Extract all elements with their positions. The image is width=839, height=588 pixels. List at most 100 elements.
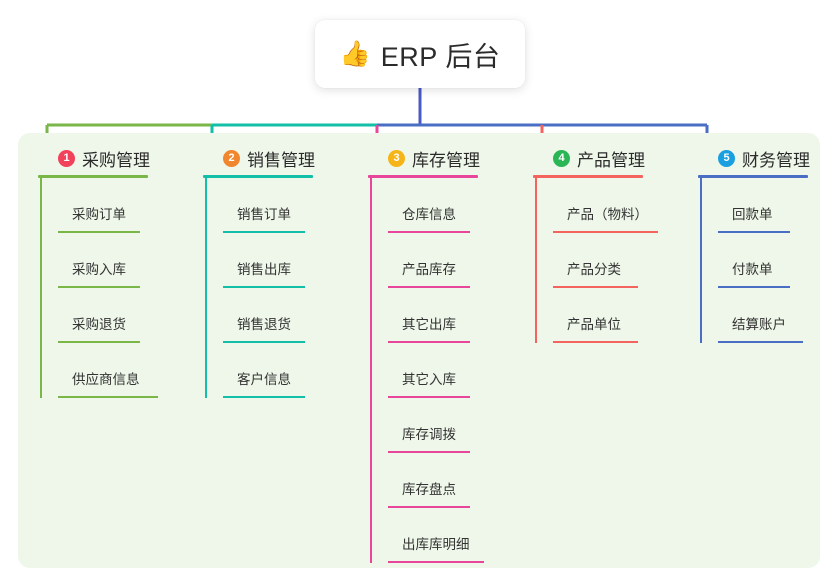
leaf-label: 销售出库 <box>237 262 291 277</box>
leaf-rule <box>58 396 158 398</box>
leaf-node[interactable]: 销售订单 <box>223 178 315 233</box>
leaf-rule <box>223 341 305 343</box>
leaf-label: 产品单位 <box>567 317 621 332</box>
column-index-badge: 1 <box>58 149 75 167</box>
column-header[interactable]: 3 库存管理 <box>368 146 480 170</box>
column-header[interactable]: 5 财务管理 <box>698 146 810 170</box>
column-4: 4 产品管理产品（物料） 产品分类产品单位 <box>533 146 658 343</box>
column-title: 库存管理 <box>412 150 480 170</box>
leaf-label: 出库库明细 <box>402 537 470 552</box>
leaf-rule <box>223 231 305 233</box>
leaf-rule <box>388 561 484 563</box>
leaf-node[interactable]: 产品分类 <box>553 233 645 288</box>
root-title: ERP 后台 <box>380 41 501 72</box>
leaf-rule <box>388 286 470 288</box>
leaf-label: 采购退货 <box>72 317 126 332</box>
leaf-label: 产品分类 <box>567 262 621 277</box>
content-panel <box>18 133 820 568</box>
leaf-rule <box>223 396 305 398</box>
leaf-node[interactable]: 库存调拨 <box>388 398 480 453</box>
column-title: 财务管理 <box>742 150 810 170</box>
leaf-rule <box>388 231 470 233</box>
leaf-node[interactable]: 采购入库 <box>58 233 150 288</box>
branch-spine <box>205 178 207 398</box>
leaf-label: 销售订单 <box>237 207 291 222</box>
leaf-node[interactable]: 付款单 <box>718 233 810 288</box>
column-index-badge: 4 <box>553 149 570 167</box>
leaf-rule <box>718 286 790 288</box>
column-index-badge: 5 <box>718 149 735 167</box>
column-header[interactable]: 4 产品管理 <box>533 146 645 170</box>
leaf-rule <box>553 231 658 233</box>
leaf-node[interactable]: 出库库明细 <box>388 508 484 563</box>
column-header[interactable]: 1 采购管理 <box>38 146 150 170</box>
column-3: 3 库存管理仓库信息产品库存其它出库其它入库库存调拨库存盘点出库库明细 <box>368 146 484 563</box>
column-index-badge: 2 <box>223 149 240 167</box>
leaf-node[interactable]: 销售退货 <box>223 288 315 343</box>
leaf-rule <box>58 286 140 288</box>
leaf-label: 回款单 <box>732 207 773 222</box>
column-header-rule <box>368 175 478 178</box>
column-title: 产品管理 <box>577 150 645 170</box>
leaf-label: 采购订单 <box>72 207 126 222</box>
leaf-rule <box>388 451 470 453</box>
leaf-label: 客户信息 <box>237 372 291 387</box>
leaf-label: 采购入库 <box>72 262 126 277</box>
leaf-node[interactable]: 库存盘点 <box>388 453 480 508</box>
column-header-rule <box>698 175 808 178</box>
leaf-label: 库存盘点 <box>402 482 456 497</box>
leaf-node[interactable]: 仓库信息 <box>388 178 480 233</box>
branch-spine <box>40 178 42 398</box>
leaf-label: 销售退货 <box>237 317 291 332</box>
column-title: 采购管理 <box>82 150 150 170</box>
column-items: 产品（物料） 产品分类产品单位 <box>533 178 658 343</box>
column-header-rule <box>203 175 313 178</box>
leaf-rule <box>718 341 803 343</box>
branch-spine <box>700 178 702 343</box>
column-5: 5 财务管理回款单付款单结算账户 <box>698 146 810 343</box>
leaf-label: 其它出库 <box>402 317 456 332</box>
leaf-label: 其它入库 <box>402 372 456 387</box>
leaf-node[interactable]: 产品单位 <box>553 288 645 343</box>
leaf-label: 仓库信息 <box>402 207 456 222</box>
leaf-rule <box>388 341 470 343</box>
leaf-rule <box>58 341 140 343</box>
leaf-node[interactable]: 供应商信息 <box>58 343 158 398</box>
leaf-node[interactable]: 其它入库 <box>388 343 480 398</box>
leaf-node[interactable]: 产品库存 <box>388 233 480 288</box>
leaf-rule <box>388 396 470 398</box>
leaf-node[interactable]: 结算账户 <box>718 288 810 343</box>
column-header-rule <box>533 175 643 178</box>
branch-spine <box>535 178 537 343</box>
column-1: 1 采购管理采购订单采购入库采购退货供应商信息 <box>38 146 158 398</box>
leaf-rule <box>388 506 470 508</box>
leaf-node[interactable]: 回款单 <box>718 178 810 233</box>
root-node[interactable]: 👍 ERP 后台 <box>315 20 525 88</box>
leaf-label: 供应商信息 <box>72 372 140 387</box>
leaf-rule <box>553 286 638 288</box>
leaf-label: 付款单 <box>732 262 773 277</box>
leaf-rule <box>553 341 638 343</box>
leaf-label: 产品库存 <box>402 262 456 277</box>
leaf-node[interactable]: 采购订单 <box>58 178 150 233</box>
leaf-label: 结算账户 <box>732 317 786 332</box>
column-items: 采购订单采购入库采购退货供应商信息 <box>38 178 158 398</box>
column-index-badge: 3 <box>388 149 405 167</box>
leaf-node[interactable]: 采购退货 <box>58 288 150 343</box>
leaf-node[interactable]: 其它出库 <box>388 288 480 343</box>
branch-spine <box>370 178 372 563</box>
column-items: 仓库信息产品库存其它出库其它入库库存调拨库存盘点出库库明细 <box>368 178 484 563</box>
leaf-node[interactable]: 客户信息 <box>223 343 315 398</box>
column-header-rule <box>38 175 148 178</box>
leaf-rule <box>58 231 140 233</box>
leaf-node[interactable]: 产品（物料） <box>553 178 658 233</box>
leaf-label: 库存调拨 <box>402 427 456 442</box>
leaf-rule <box>223 286 305 288</box>
leaf-node[interactable]: 销售出库 <box>223 233 315 288</box>
leaf-label: 产品（物料） <box>567 207 648 222</box>
thumbs-up-icon: 👍 <box>339 39 371 68</box>
leaf-rule <box>718 231 790 233</box>
